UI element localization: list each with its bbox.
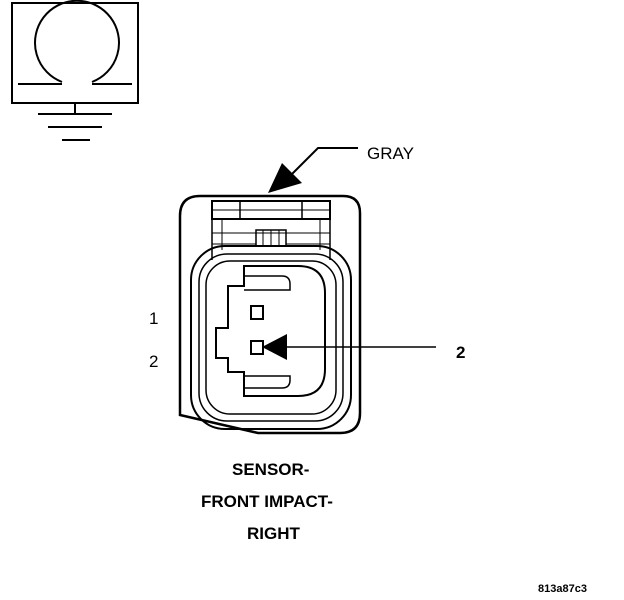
sensor-ground-symbol-icon	[11, 0, 139, 141]
pin-1-label: 1	[149, 309, 159, 328]
pin-1-cavity	[250, 305, 264, 320]
connector-housing	[178, 194, 362, 435]
connector-color-label: GRAY	[367, 144, 414, 163]
caption-line-3: RIGHT	[247, 524, 300, 543]
color-leader-arrow	[268, 147, 358, 193]
caption-line-1: SENSOR-	[232, 460, 310, 479]
caption-line-2: FRONT IMPACT-	[201, 492, 333, 511]
callout-number: 2	[456, 343, 466, 362]
pin-2-label: 2	[149, 352, 159, 371]
figure-id: 813a87c3	[538, 583, 587, 595]
pin-callout-arrow	[262, 334, 436, 360]
pin-2-cavity	[250, 340, 264, 355]
